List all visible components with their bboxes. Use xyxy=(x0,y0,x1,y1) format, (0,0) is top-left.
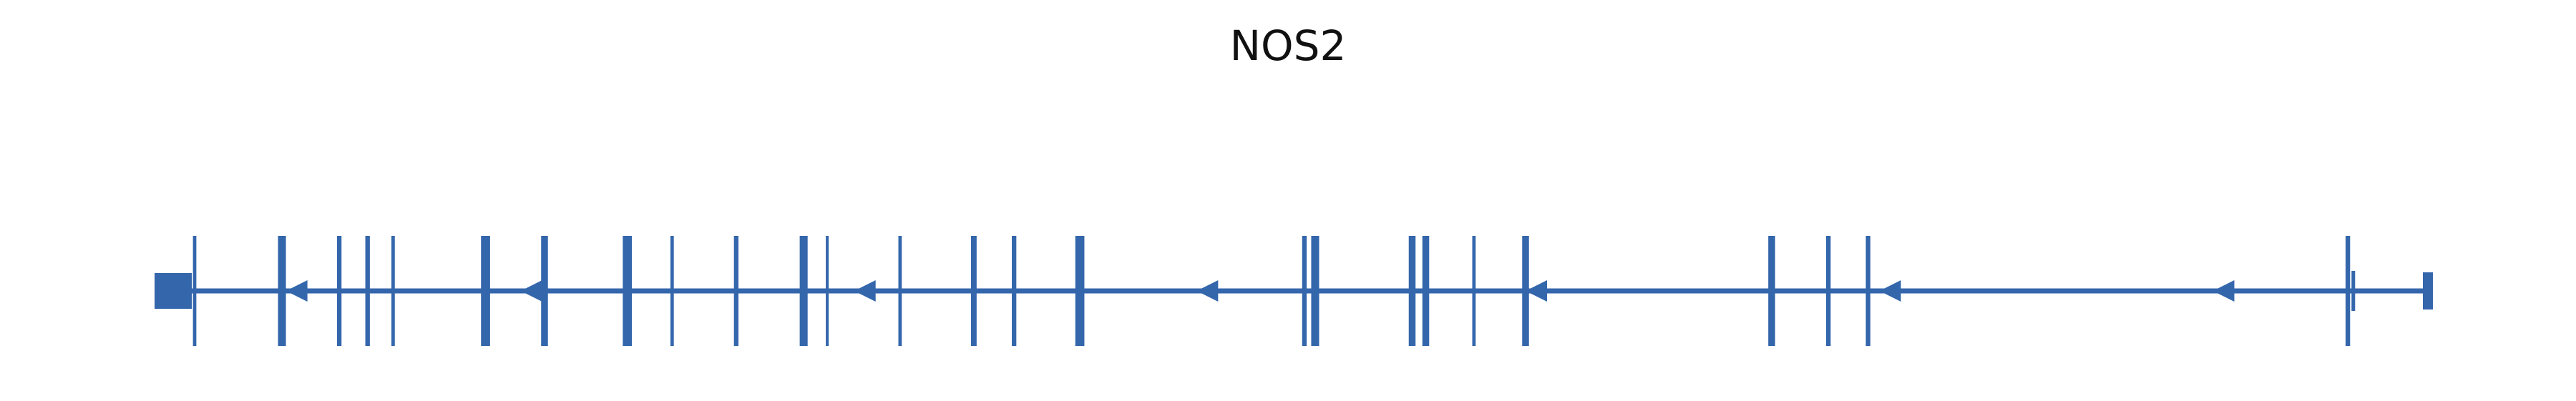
exon xyxy=(1011,236,1017,346)
exon-short-mark xyxy=(2351,271,2356,311)
exon xyxy=(336,236,342,346)
exon xyxy=(1768,236,1775,346)
strand-arrow-icon xyxy=(520,280,542,302)
exon xyxy=(1422,236,1430,346)
strand-arrow-icon xyxy=(1879,280,1901,302)
exon xyxy=(898,236,902,346)
exon xyxy=(481,236,490,346)
strand-arrow-icon xyxy=(2212,280,2235,302)
exon xyxy=(733,236,739,346)
exon xyxy=(278,236,286,346)
exon xyxy=(1311,236,1319,346)
exon xyxy=(799,236,808,346)
exon xyxy=(1075,236,1085,346)
exon xyxy=(1865,236,1870,346)
exon xyxy=(623,236,633,346)
strand-arrow-icon xyxy=(854,280,876,302)
exon xyxy=(670,236,674,346)
exon xyxy=(541,236,548,346)
gene-end-mark xyxy=(2423,272,2433,310)
exon xyxy=(2345,236,2351,346)
exon xyxy=(391,236,395,346)
exon xyxy=(1472,236,1476,346)
gene-model xyxy=(155,236,2433,346)
strand-arrow-icon xyxy=(286,280,308,302)
gene-title: NOS2 xyxy=(1229,21,1347,70)
utr-block xyxy=(155,273,192,309)
exon xyxy=(970,236,977,346)
exon xyxy=(365,236,370,346)
exon xyxy=(1826,236,1831,346)
exon xyxy=(1408,236,1416,346)
strand-arrow-icon xyxy=(1526,280,1547,302)
exon xyxy=(826,236,829,346)
strand-arrow-icon xyxy=(1196,280,1219,302)
exon xyxy=(1302,236,1307,346)
exon xyxy=(192,236,197,346)
